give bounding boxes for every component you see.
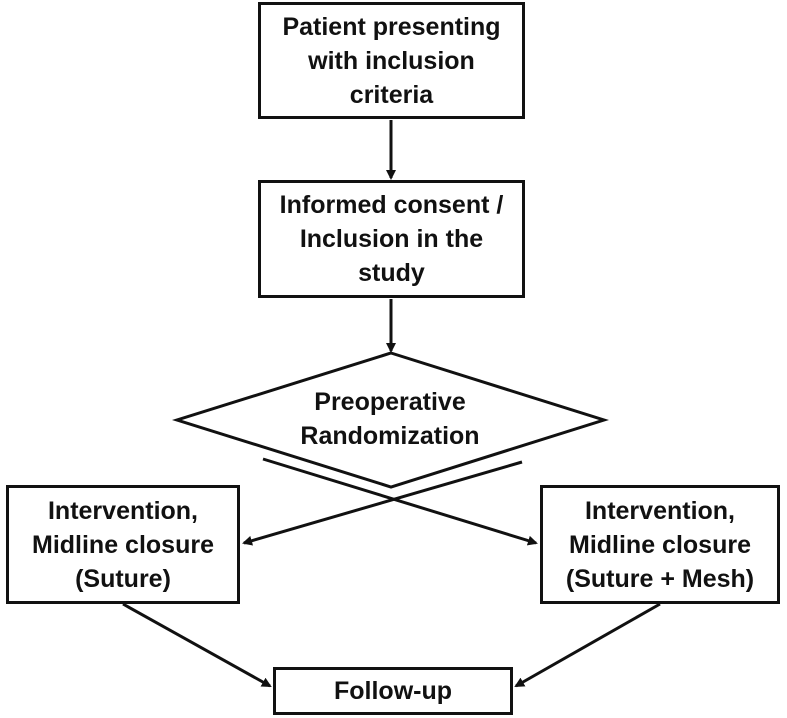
node-mesh-line-3: (Suture + Mesh) — [565, 564, 755, 593]
node-mesh-line-1: Intervention, — [584, 496, 735, 525]
node-consent-line-2: Inclusion in the — [299, 225, 484, 253]
node-consent-label: Informed consent / Inclusion in the stud… — [280, 188, 504, 290]
node-suture-line-3: (Suture) — [75, 564, 171, 593]
node-followup-label: Follow-up — [334, 674, 452, 708]
edge-mesh-to-followup — [514, 602, 661, 688]
node-intervention-suture: Intervention, Midline closure (Suture) — [6, 485, 240, 604]
node-patient-line-3: criteria — [349, 80, 434, 109]
node-randomization-line-1: Preoperative — [314, 388, 466, 416]
node-mesh-line-2: Midline closure — [569, 530, 751, 559]
node-suture-label: Intervention, Midline closure (Suture) — [32, 494, 214, 596]
node-intervention-suture-mesh: Intervention, Midline closure (Suture + … — [540, 485, 780, 604]
randomization-diamond — [171, 351, 609, 489]
edge-suture-to-followup — [122, 602, 272, 688]
node-suture-line-1: Intervention, — [47, 496, 198, 525]
node-patient-line-2: with inclusion — [308, 46, 475, 75]
node-suture-line-2: Midline closure — [32, 530, 214, 559]
node-randomization-line-2: Randomization — [300, 422, 480, 450]
edge-randomization-to-suture — [242, 460, 523, 546]
node-informed-consent: Informed consent / Inclusion in the stud… — [258, 180, 525, 298]
node-randomization-label: Preoperative Randomization — [290, 385, 490, 453]
node-consent-line-3: study — [358, 259, 425, 287]
node-follow-up: Follow-up — [273, 667, 513, 715]
node-followup-line-1: Follow-up — [333, 677, 453, 705]
node-patient-line-1: Patient presenting — [282, 12, 501, 41]
edge-randomization-to-mesh — [262, 457, 538, 546]
node-consent-line-1: Informed consent / — [279, 191, 504, 219]
node-mesh-label: Intervention, Midline closure (Suture + … — [566, 494, 754, 596]
node-patient-presenting: Patient presenting with inclusion criter… — [258, 2, 525, 119]
node-patient-label: Patient presenting with inclusion criter… — [282, 10, 500, 112]
